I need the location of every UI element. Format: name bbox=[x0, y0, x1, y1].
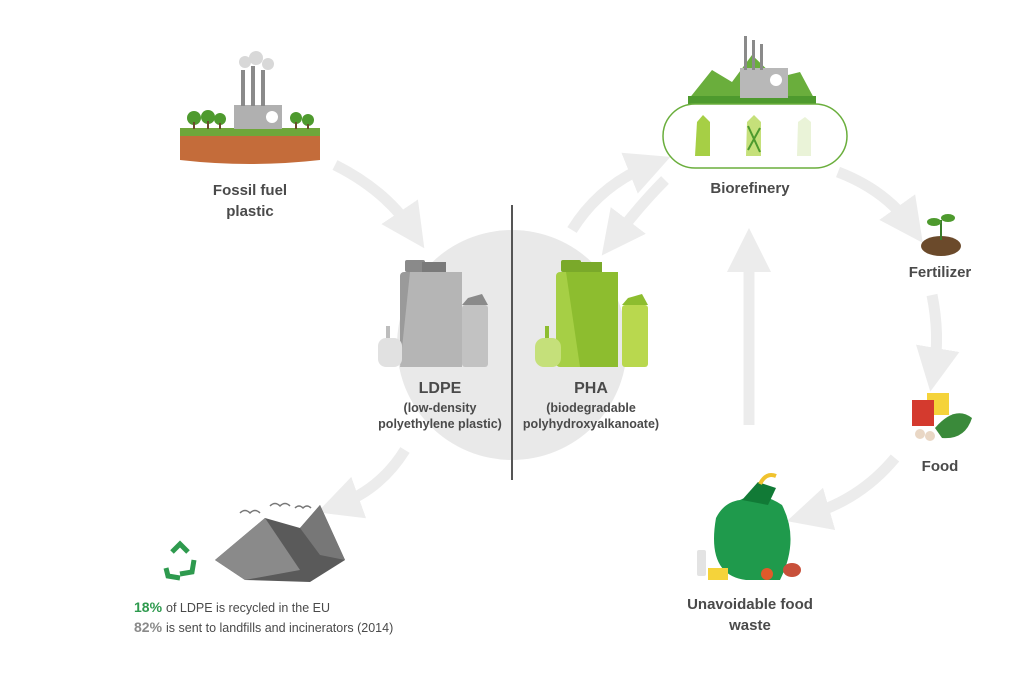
ldpe-containers-icon bbox=[378, 260, 488, 367]
recycle-icon bbox=[163, 540, 197, 581]
arrow-fertilizer-to-food bbox=[916, 293, 960, 392]
stat-landfill: 82%is sent to landfills and incinerators… bbox=[134, 619, 393, 635]
arrow-food-to-waste bbox=[786, 454, 900, 531]
pha-subtitle: (biodegradable polyhydroxyalkanoate) bbox=[511, 400, 671, 432]
pha-title: PHA bbox=[574, 380, 608, 397]
food-icon bbox=[912, 393, 972, 441]
arrow-fossil-to-ldpe bbox=[332, 160, 425, 249]
ldpe-subtitle: (low-density polyethylene plastic) bbox=[345, 400, 535, 432]
food-waste-bag-icon bbox=[697, 473, 801, 580]
biorefinery-label: Biorefinery bbox=[710, 180, 790, 197]
stat-recycled-text: of LDPE is recycled in the EU bbox=[166, 601, 330, 615]
food-waste-label-line1: Unavoidable food bbox=[687, 596, 813, 613]
food-waste-label: Unavoidable food waste bbox=[660, 594, 840, 636]
arrow-pha-to-biorefinery bbox=[567, 152, 671, 233]
arrow-biorefinery-to-pha bbox=[601, 176, 669, 256]
stat-landfill-value: 82% bbox=[134, 619, 163, 635]
fossil-factory-icon bbox=[180, 51, 320, 164]
fossil-fuel-label-line2: plastic bbox=[226, 203, 274, 220]
fossil-fuel-label: Fossil fuel plastic bbox=[180, 180, 320, 222]
arrow-biorefinery-to-fertilizer bbox=[836, 166, 923, 243]
ldpe-title: LDPE bbox=[418, 380, 462, 397]
food-waste-label-line2: waste bbox=[729, 617, 771, 634]
arrow-ldpe-to-landfill bbox=[317, 447, 410, 519]
ldpe-subtitle-line2: polyethylene plastic) bbox=[378, 417, 502, 431]
pha-subtitle-line2: polyhydroxyalkanoate) bbox=[522, 417, 660, 431]
fertilizer-icon bbox=[921, 214, 961, 256]
pha-subtitle-line1: (biodegradable bbox=[546, 401, 636, 415]
fossil-fuel-label-line1: Fossil fuel bbox=[212, 182, 288, 199]
stat-recycled: 18%of LDPE is recycled in the EU bbox=[134, 599, 330, 615]
stat-recycled-value: 18% bbox=[134, 599, 163, 615]
food-label: Food bbox=[921, 458, 959, 475]
fertilizer-label: Fertilizer bbox=[908, 264, 972, 281]
landfill-icon bbox=[215, 502, 345, 582]
pha-containers-icon bbox=[535, 260, 648, 367]
biorefinery-icon bbox=[662, 36, 848, 169]
flow-arrows bbox=[317, 152, 960, 531]
stat-landfill-text: is sent to landfills and incinerators (2… bbox=[166, 621, 394, 635]
ldpe-subtitle-line1: (low-density bbox=[403, 401, 477, 415]
